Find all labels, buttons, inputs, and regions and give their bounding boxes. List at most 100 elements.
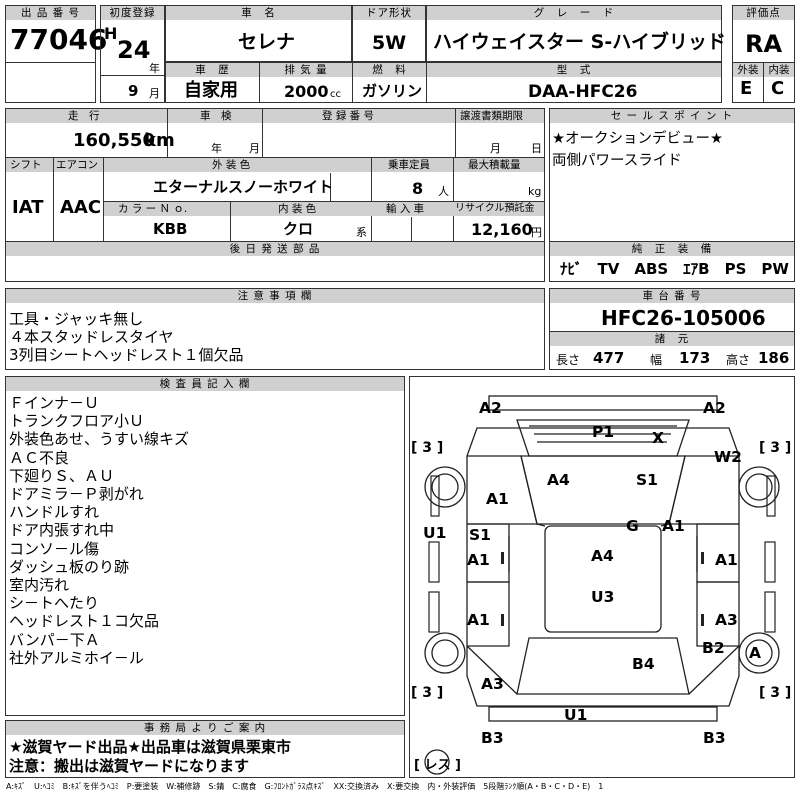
inspector-note: 社外アルミホイ－ル [9,648,144,667]
int-color-unit: 系 [356,226,367,239]
tire-rear-right: [ 3 ] [759,685,792,701]
damage-mark: B2 [702,639,725,657]
sales-points-box [549,108,795,282]
note-item: ４本スタッドレスタイヤ [9,328,174,347]
import-label: 輸 入 車 [386,203,425,215]
length: 477 [593,349,625,367]
inspection-label: 車 検 [200,110,232,122]
height-label: 高さ [726,353,751,367]
damage-mark: A3 [715,611,738,629]
recycle-deposit: 12,160 [471,220,533,239]
equipment-label: 純 正 装 備 [550,242,794,256]
chassis-box [549,288,795,370]
interior-label: 内装 [764,63,794,77]
damage-mark: A2 [703,399,726,417]
door-type: 5W [372,32,407,54]
history: 自家用 [184,80,238,101]
inspector-notes-box [5,376,405,716]
displacement-label: 排 気 量 [260,63,352,77]
mileage: 160,550 [73,130,155,151]
spare-tire-mark: [ レス ] [414,758,461,773]
fuel: ガソリン [362,82,423,100]
first-reg-year: 24 [117,36,151,64]
mileage-label: 走 行 [68,110,100,122]
sales-point-1: ★オークションデビュー★ [552,131,723,147]
registration-label: 登 録 番 号 [322,110,375,122]
inspector-note: 室内汚れ [9,576,70,595]
width: 173 [679,349,711,367]
legend: A:ｷｽﾞ U:ﾍｺﾐ B:ｷｽﾞを伴うﾍｺﾐ P:要塗装 W:補修跡 S:錆 … [6,782,604,791]
ext-color-label: 外 装 色 [212,159,251,171]
damage-mark: A2 [479,399,502,417]
tire-rear-left: [ 3 ] [411,685,444,701]
exterior-grade: E [740,78,753,99]
displacement-unit: cc [330,89,341,100]
inspector-note: ドアミラ－Ｐ剥がれ [9,485,144,504]
damage-mark: S1 [636,471,658,489]
damage-mark: A1 [662,517,685,535]
later-parts-label: 後 日 発 送 部 品 [6,242,544,256]
damage-mark: G [626,517,639,535]
damage-mark: A4 [547,471,570,489]
inspector-note: ドア内張すれ中 [9,521,115,540]
exterior-label: 外装 [733,63,763,77]
mileage-unit: km [144,130,175,151]
capacity-label: 乗車定員 [388,159,430,171]
inspector-note: 下廻りＳ、ＡＵ [9,466,115,485]
capacity-unit: 人 [438,185,449,198]
damage-mark: U3 [591,588,615,606]
inspector-note: トランクフロア小Ｕ [9,412,145,431]
inspector-note: ＡＣ不良 [9,448,70,467]
damage-mark: X [652,429,664,447]
inspection-month-unit: 月 [249,142,260,155]
chassis-number: HFC26-105006 [601,306,766,330]
chassis-label: 車 台 番 号 [550,289,794,303]
int-color: クロ [283,220,314,238]
tire-front-left: [ 3 ] [411,440,444,456]
first-registration-box [100,5,165,103]
inspector-note: 外装色あせ、うすい線キズ [9,430,190,449]
office-note-2: 注意：搬出は滋賀ヤードになります [9,757,250,775]
ext-color: エターナルスノーホワイト [153,178,334,196]
interior-grade: C [771,78,785,99]
damage-mark: A1 [467,611,490,629]
notes-box [5,288,545,370]
inspector-note: Ｆインナ－Ｕ [9,394,100,412]
damage-mark: U1 [564,706,588,724]
detail-header-bar [6,109,544,123]
width-label: 幅 [650,353,663,367]
damage-mark: A4 [591,547,614,565]
damage-mark: B3 [481,729,504,747]
inspector-note: ハンドルすれ [9,503,100,522]
sales-point-2: 両側パワースライド [552,153,682,169]
damage-mark: A1 [715,551,738,569]
tire-front-right: [ 3 ] [759,440,792,456]
detail-header-bar-2 [6,158,544,172]
damage-mark: P1 [592,423,615,441]
inspector-note: コンソ－ル傷 [9,539,100,558]
damage-mark: A [749,644,761,662]
transfer-day-unit: 日 [531,142,542,155]
office-note-1: ★滋賀ヤード出品★出品車は滋賀県栗東市 [9,738,291,756]
fuel-label: 燃 料 [353,63,426,77]
inspector-note: ヘッドレスト１コ欠品 [9,612,160,631]
sales-points-label: セ ー ル ス ポ イ ン ト [550,109,794,123]
model-code-label: 型 式 [427,63,721,77]
first-registration-label: 初度登録 [101,6,164,20]
int-color-label: 内 装 色 [278,203,317,215]
month-unit: 月 [149,87,160,100]
equipment: ﾅﾋﾞ TV ABS ｴｱB PS PW [560,260,789,278]
first-reg-month: 9 [128,82,139,100]
color-no-label: カ ラ ー Ｎ ｏ. [118,203,188,215]
year-unit: 年 [149,62,160,75]
recycle-unit: 円 [531,226,542,239]
damage-mark: S1 [469,526,491,544]
damage-diagram-box [409,376,795,778]
displacement: 2000 [284,82,329,101]
lot-number: 77046 [10,23,108,56]
grade: ハイウェイスター S-ハイブリッド [433,31,726,53]
damage-mark: A1 [467,551,490,569]
model-code: DAA-HFC26 [528,82,638,102]
era: H [104,24,118,43]
damage-mark: B3 [703,729,726,747]
